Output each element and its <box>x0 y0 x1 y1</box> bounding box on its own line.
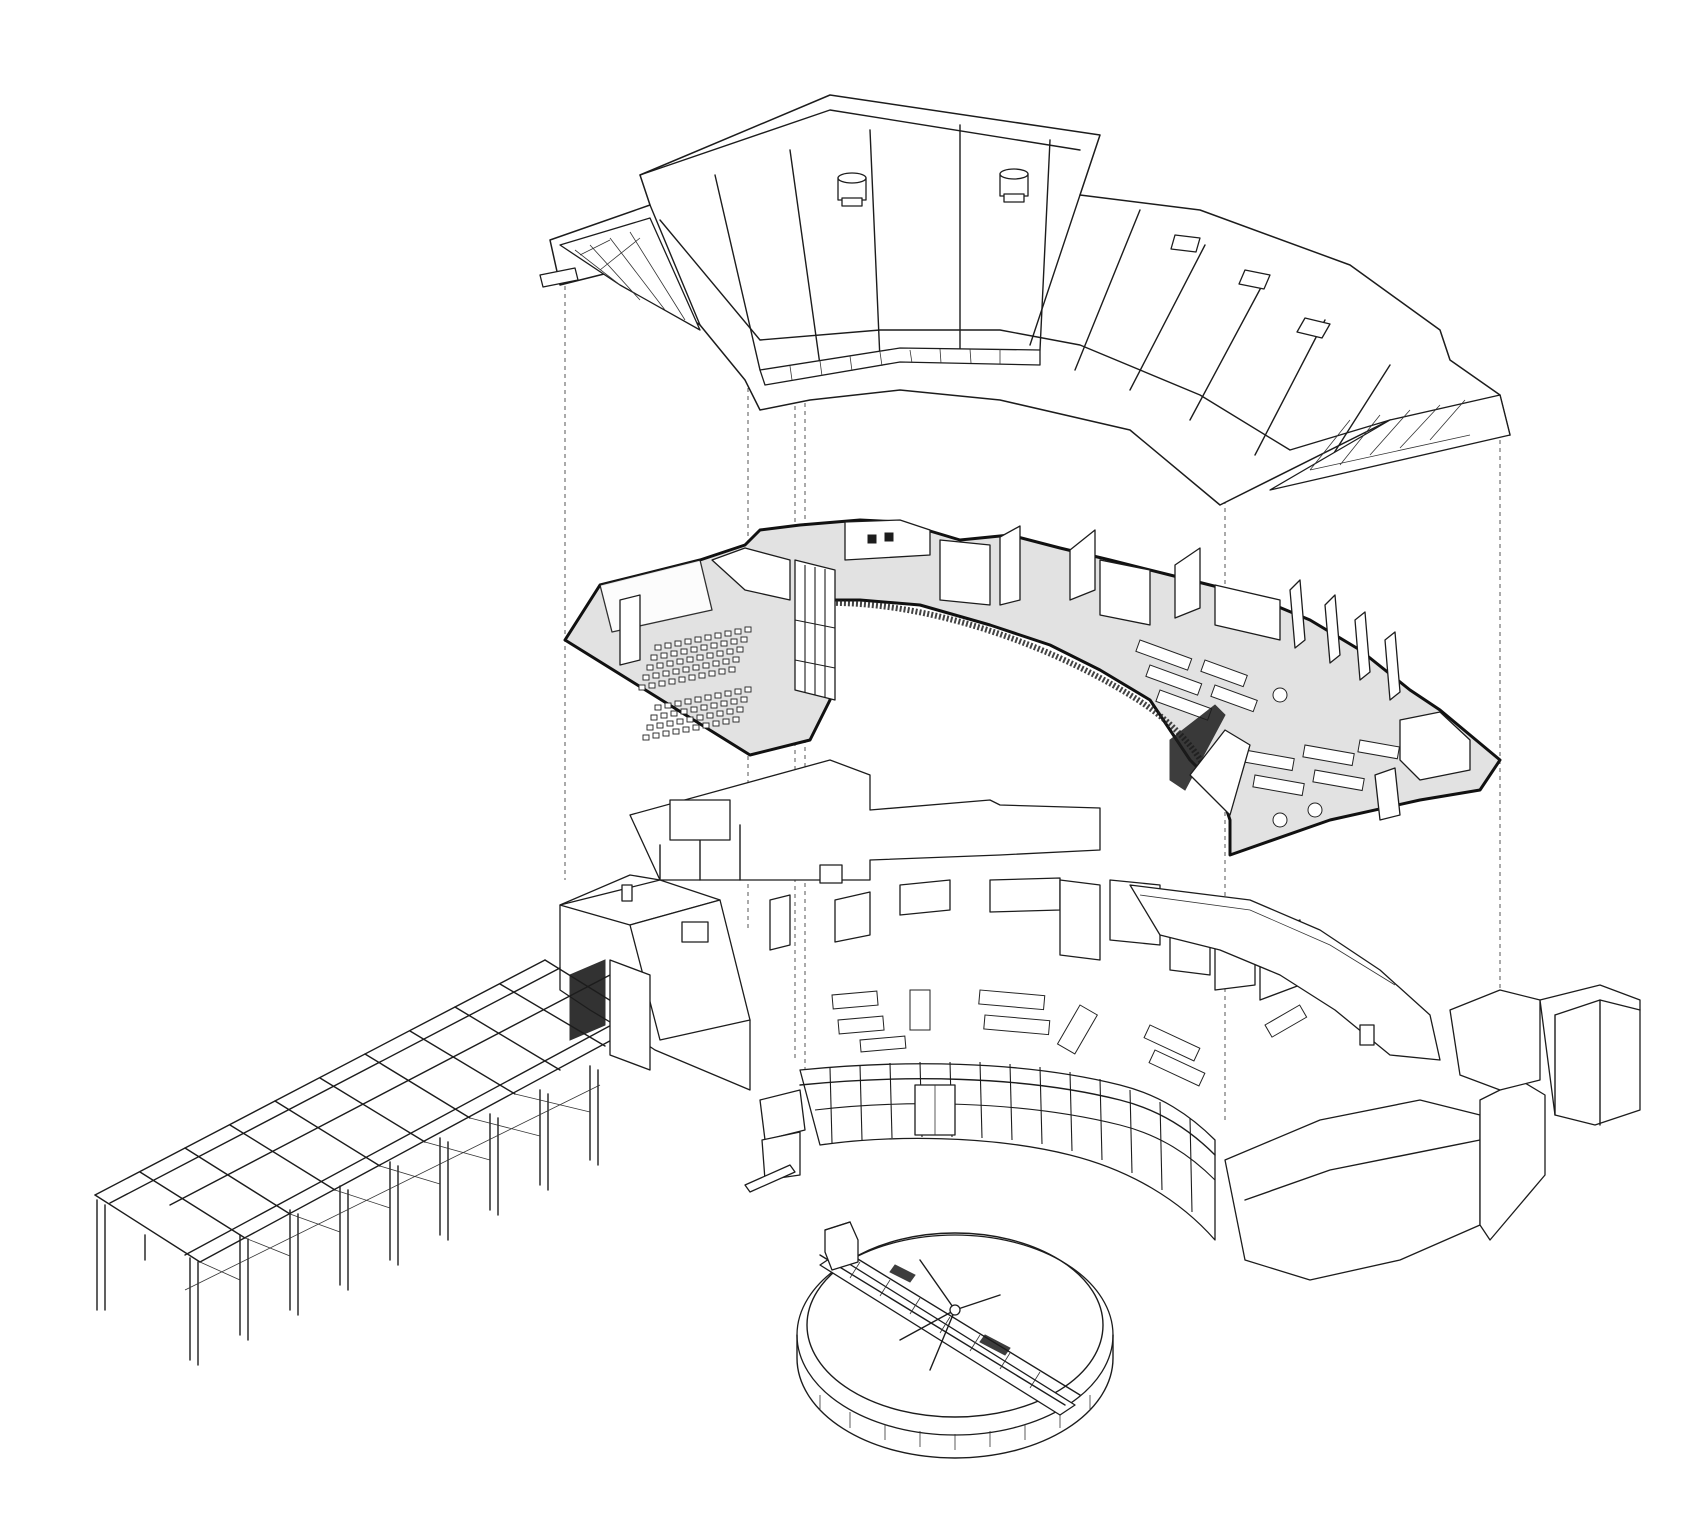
ground-level-building <box>559 759 1641 1281</box>
window <box>819 864 843 884</box>
skylight <box>1238 269 1271 290</box>
window <box>621 884 633 902</box>
window <box>681 921 709 943</box>
roof-vent <box>837 172 867 207</box>
curved-glazed-facade <box>799 1061 1216 1241</box>
round-table <box>1272 687 1323 828</box>
roof-vent <box>999 168 1029 203</box>
workstation-cluster <box>1242 739 1400 797</box>
stair <box>1169 704 1251 816</box>
upper-floor-plate <box>563 518 1502 857</box>
skylight <box>1296 317 1331 339</box>
window <box>1359 1024 1375 1046</box>
roof <box>539 94 1511 506</box>
pergola <box>94 959 651 1366</box>
skylight <box>1170 234 1201 253</box>
workstation-cluster <box>1135 639 1258 721</box>
auditorium-seating <box>638 626 752 741</box>
circular-tank <box>796 1221 1114 1459</box>
conference-tables <box>831 989 1308 1087</box>
